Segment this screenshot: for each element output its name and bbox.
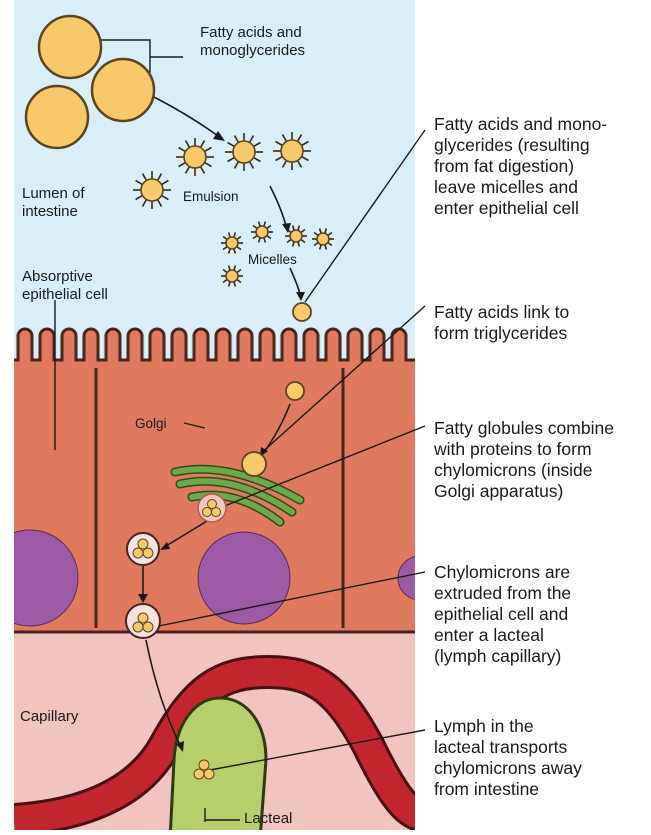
chylomicron [204, 769, 214, 779]
nucleus-center [198, 532, 290, 624]
step-5-label: Lymph in the lacteal transports chylomic… [434, 716, 582, 800]
step-2-label: Fatty acids link to form triglycerides [434, 302, 569, 344]
step-3-label: Fatty globules combine with proteins to … [434, 418, 614, 502]
label-lacteal: Lacteal [244, 810, 292, 828]
label-lumen: Lumen of intestine [22, 185, 85, 220]
fat-globule [39, 16, 101, 78]
label-absorptive-cell: Absorptive epithelial cell [22, 268, 108, 303]
label-micelles: Micelles [248, 252, 297, 268]
fatty-acid-droplet [293, 303, 311, 321]
fat-globule [92, 59, 154, 121]
fat-globule [26, 86, 88, 148]
fatty-acid-droplet [286, 382, 304, 400]
label-golgi: Golgi [135, 416, 167, 432]
step-1-label: Fatty acids and mono- glycerides (result… [434, 114, 607, 219]
chylomicron [199, 760, 209, 770]
triglyceride-droplet [242, 452, 266, 476]
label-fatty-acids-monoglycerides: Fatty acids and monoglycerides [200, 24, 305, 59]
step-4-label: Chylomicrons are extruded from the epith… [434, 562, 571, 667]
label-capillary: Capillary [20, 708, 78, 726]
chylomicron [194, 769, 204, 779]
label-emulsion: Emulsion [183, 189, 239, 205]
